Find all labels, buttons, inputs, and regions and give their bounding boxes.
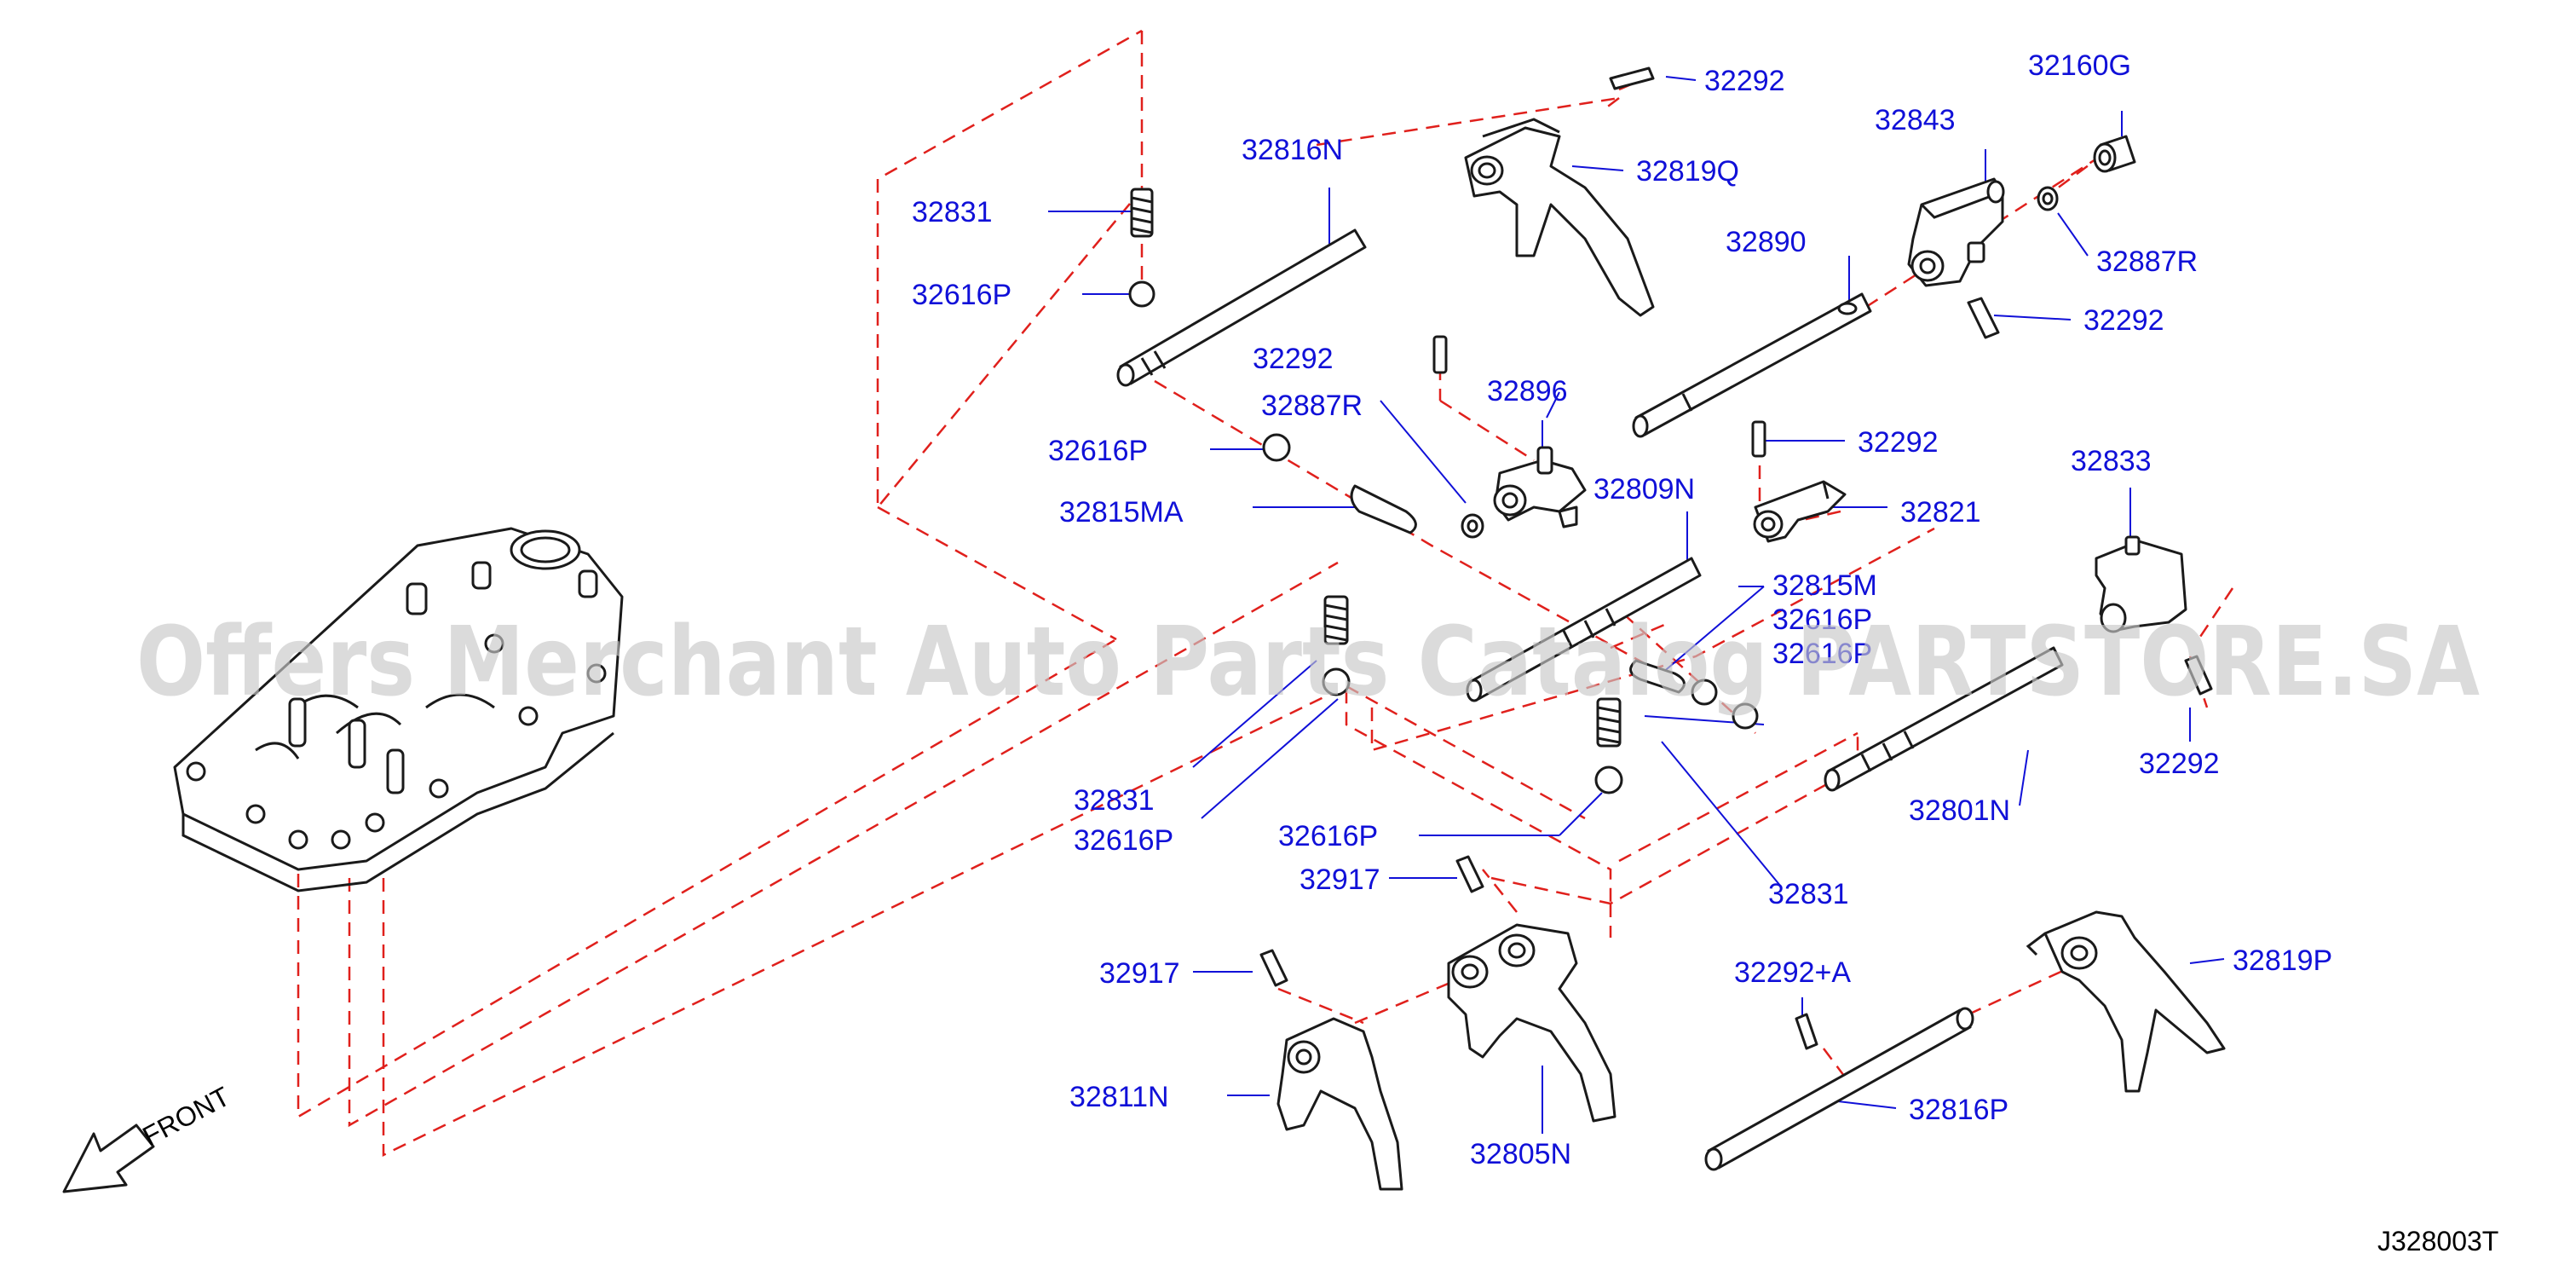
label-32616P-b2: 32616P <box>1772 638 1872 670</box>
pin-32292A <box>1795 1013 1818 1050</box>
shift-lever-32896 <box>1493 446 1587 529</box>
label-32815M: 32815M <box>1772 569 1877 602</box>
washer-32887R-mid <box>1461 513 1484 539</box>
label-32821: 32821 <box>1900 496 1981 529</box>
shift-fork-32819P <box>2026 910 2226 1093</box>
watermark-text: Offers Merchant Auto Parts Catalog PARTS… <box>136 607 2480 718</box>
pin-32292-mid <box>1432 335 1448 374</box>
label-32292-right: 32292 <box>2083 304 2164 337</box>
pin-32917-a <box>1455 855 1484 893</box>
spring-32831-left <box>1323 595 1349 645</box>
washer-32887R-right <box>2037 186 2059 211</box>
label-32816N: 32816N <box>1242 134 1343 166</box>
pin-32292-top <box>1609 66 1655 90</box>
label-32811N: 32811N <box>1069 1081 1169 1113</box>
label-32805N: 32805N <box>1470 1138 1571 1170</box>
pin-32815MA <box>1350 484 1417 534</box>
shift-rod-32801N <box>1824 646 2064 792</box>
shift-rod-32809N <box>1466 557 1702 702</box>
label-32917-b: 32917 <box>1099 957 1180 990</box>
ball-32616P-left <box>1322 667 1351 696</box>
label-32801N: 32801N <box>1909 794 2010 827</box>
label-32292-top: 32292 <box>1704 65 1785 97</box>
front-label: FRONT <box>137 1081 234 1152</box>
label-32833: 32833 <box>2071 445 2152 477</box>
label-32819P: 32819P <box>2233 944 2332 977</box>
shift-fork-32819Q <box>1464 118 1655 317</box>
ball-32616P-b2 <box>1732 702 1759 730</box>
ball-32616P-upper <box>1128 280 1155 308</box>
label-32890: 32890 <box>1726 226 1807 258</box>
label-32917-a: 32917 <box>1300 864 1380 896</box>
label-32815MA: 32815MA <box>1059 496 1184 529</box>
label-32292-farright: 32292 <box>2139 748 2220 780</box>
label-32809N: 32809N <box>1593 473 1695 505</box>
label-32616P-upper: 32616P <box>912 279 1011 311</box>
shift-bracket-32843 <box>1907 177 2005 287</box>
shift-fork-32805N <box>1447 923 1616 1123</box>
label-32160G: 32160G <box>2028 49 2131 82</box>
label-32616P-low: 32616P <box>1278 820 1378 852</box>
label-32887R-mid: 32887R <box>1261 390 1363 422</box>
ball-32616P-b1 <box>1691 679 1718 706</box>
shift-rod-32816P <box>1704 1007 1974 1171</box>
pin-32917-b <box>1259 949 1288 987</box>
shift-bracket-32833 <box>2095 535 2187 633</box>
label-32816P: 32816P <box>1909 1094 2008 1126</box>
shift-rod-32816N <box>1116 228 1367 387</box>
label-32843: 32843 <box>1875 104 1956 136</box>
pin-32292-farright <box>2184 655 2213 696</box>
shift-housing-cover <box>173 527 624 892</box>
label-32616P-b1: 32616P <box>1772 604 1872 636</box>
label-32831-low: 32831 <box>1768 878 1849 910</box>
spring-32831-top <box>1130 188 1154 238</box>
label-32616P-left: 32616P <box>1074 824 1173 857</box>
label-32831-top: 32831 <box>912 196 993 228</box>
spring-32831-low <box>1596 697 1622 748</box>
front-arrow-icon <box>62 1123 155 1193</box>
shift-rod-32890 <box>1632 292 1872 438</box>
bushing-32160G <box>2093 135 2136 173</box>
diagram-code: J328003T <box>2377 1226 2498 1256</box>
pin-32815M <box>1629 659 1686 694</box>
label-32292-center: 32292 <box>1858 426 1939 459</box>
label-32887R-right: 32887R <box>2096 245 2198 278</box>
ball-32616P-mid <box>1262 433 1291 462</box>
shift-bracket-32821 <box>1753 480 1847 543</box>
pin-32292-center <box>1751 420 1766 458</box>
shift-fork-32811N <box>1276 1017 1403 1191</box>
ball-32616P-low <box>1594 765 1623 794</box>
label-32292-mid: 32292 <box>1253 343 1334 375</box>
label-32831-left: 32831 <box>1074 784 1155 817</box>
label-32896: 32896 <box>1487 375 1568 407</box>
label-32292A: 32292+A <box>1734 956 1851 989</box>
label-32616P-mid: 32616P <box>1048 435 1148 467</box>
label-32819Q: 32819Q <box>1636 155 1739 188</box>
part-labels: 32292 32160G 32843 32816N 32819Q 32831 3… <box>912 49 2332 1170</box>
pin-32292-right <box>1967 297 2000 339</box>
